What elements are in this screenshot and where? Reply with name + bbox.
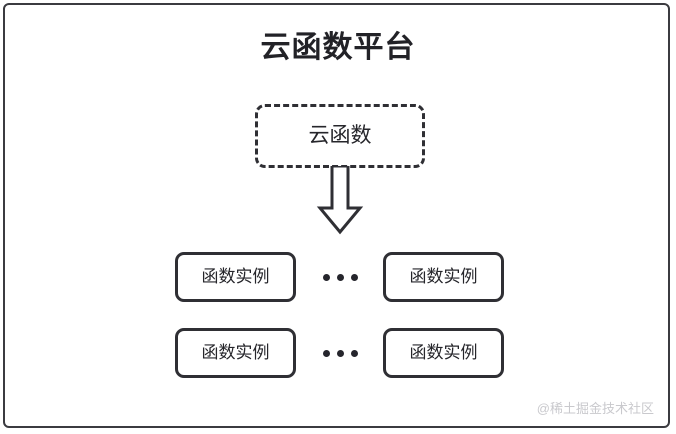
function-instance-label: 函数实例 xyxy=(409,343,478,362)
function-instance-box: 函数实例 xyxy=(383,328,504,378)
ellipsis-dot xyxy=(322,349,330,357)
watermark: @稀土掘金技术社区 xyxy=(536,401,654,416)
ellipsis-dot xyxy=(350,349,358,357)
ellipsis-indicator xyxy=(310,328,370,378)
down-block-arrow-icon xyxy=(312,164,368,236)
instance-row-1: 函数实例 函数实例 xyxy=(0,252,676,302)
page-title: 云函数平台 xyxy=(260,31,416,64)
function-instance-box: 函数实例 xyxy=(383,252,504,302)
function-instance-label: 函数实例 xyxy=(201,267,270,286)
function-instance-box: 函数实例 xyxy=(175,252,296,302)
instance-row-2: 函数实例 函数实例 xyxy=(0,328,676,378)
ellipsis-dot xyxy=(350,273,358,281)
function-instance-box: 函数实例 xyxy=(175,328,296,378)
ellipsis-dot xyxy=(322,273,330,281)
ellipsis-dot xyxy=(336,349,344,357)
function-instance-label: 函数实例 xyxy=(201,343,270,362)
ellipsis-indicator xyxy=(310,252,370,302)
cloud-function-label: 云函数 xyxy=(308,124,372,147)
ellipsis-dot xyxy=(336,273,344,281)
function-instance-label: 函数实例 xyxy=(409,267,478,286)
cloud-function-node: 云函数 xyxy=(255,104,425,168)
